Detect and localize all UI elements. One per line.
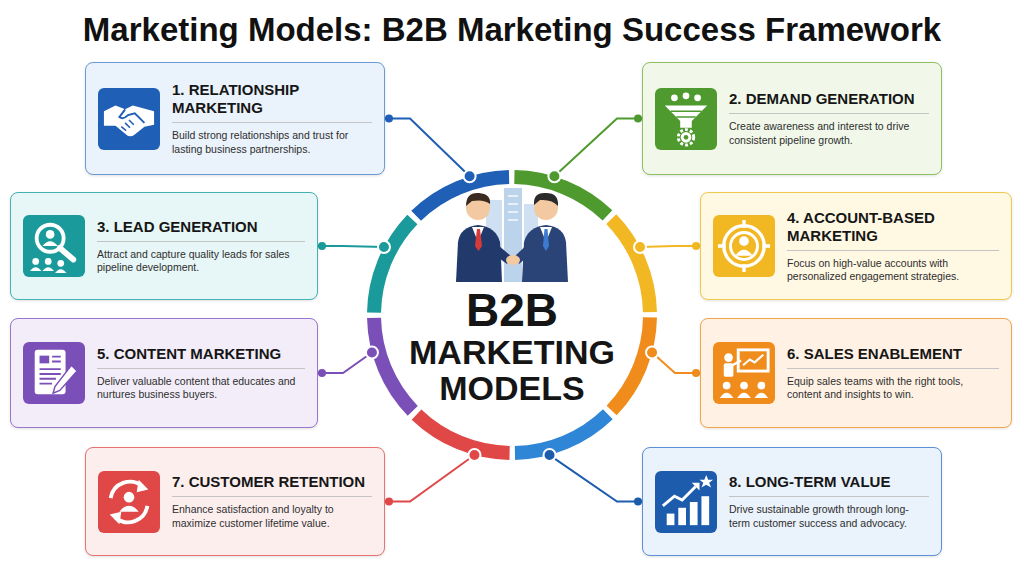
connector-line: [318, 353, 372, 373]
ring-dot: [366, 347, 378, 359]
card-description: Enhance satisfaction and loyalty to maxi…: [172, 503, 372, 530]
card-description: Attract and capture quality leads for sa…: [97, 248, 305, 275]
model-card: 4. ACCOUNT-BASED MARKETING Focus on high-…: [700, 192, 1012, 300]
card-heading: 5. CONTENT MARKETING: [97, 345, 305, 369]
connector-dot: [385, 115, 393, 123]
card-description: Deliver valuable content that educates a…: [97, 375, 305, 402]
ring-dot: [464, 170, 476, 182]
card-description: Equip sales teams with the right tools, …: [787, 375, 999, 402]
card-heading: 1. RELATIONSHIP MARKETING: [172, 81, 372, 123]
connector-dot: [692, 369, 700, 377]
connector-dot: [634, 498, 642, 506]
card-icon: [23, 342, 85, 404]
connector-line: [385, 455, 474, 501]
model-card: 2. DEMAND GENERATION Create awareness and…: [642, 62, 942, 175]
icon-graphic: [655, 88, 717, 150]
hub-circle: B2B MARKETING MODELS: [367, 170, 657, 460]
card-heading: 2. DEMAND GENERATION: [729, 90, 929, 114]
model-card: 1. RELATIONSHIP MARKETING Build strong re…: [85, 62, 385, 175]
icon-graphic: [655, 471, 717, 533]
card-description: Focus on high-value accounts with person…: [787, 257, 999, 284]
businessmen-illustration: [456, 188, 568, 282]
card-icon: [23, 215, 85, 277]
card-icon: [713, 215, 775, 277]
connector-line: [550, 455, 642, 501]
connector-line: [385, 119, 470, 177]
ring-dot: [544, 449, 556, 461]
card-icon: [655, 88, 717, 150]
connector-line: [318, 245, 384, 248]
connector-dot: [318, 242, 326, 250]
hub-label: B2B MARKETING MODELS: [397, 286, 627, 406]
model-card: 3. LEAD GENERATION Attract and capture qu…: [10, 192, 318, 300]
card-icon: [98, 471, 160, 533]
icon-graphic: [98, 471, 160, 533]
card-heading: 8. LONG-TERM VALUE: [729, 473, 929, 497]
connector-line: [640, 245, 700, 248]
card-icon: [713, 342, 775, 404]
connector-dot: [385, 498, 393, 506]
card-heading: 7. CUSTOMER RETENTION: [172, 473, 372, 497]
card-heading: 3. LEAD GENERATION: [97, 218, 305, 242]
card-icon: [655, 471, 717, 533]
model-card: 7. CUSTOMER RETENTION Enhance satisfactio…: [85, 447, 385, 556]
ring-dot: [646, 347, 658, 359]
model-card: 6. SALES ENABLEMENT Equip sales teams wit…: [700, 318, 1012, 428]
model-card: 8. LONG-TERM VALUE Drive sustainable grow…: [642, 447, 942, 556]
card-description: Create awareness and interest to drive c…: [729, 120, 929, 147]
model-card: 5. CONTENT MARKETING Deliver valuable con…: [10, 318, 318, 428]
icon-graphic: [713, 342, 775, 404]
ring-dot: [548, 170, 560, 182]
card-description: Drive sustainable growth through long-te…: [729, 503, 929, 530]
icon-graphic: [23, 215, 85, 277]
connector-dot: [634, 115, 642, 123]
diagram-title: Marketing Models: B2B Marketing Success …: [0, 10, 1024, 50]
card-heading: 4. ACCOUNT-BASED MARKETING: [787, 209, 999, 251]
connector-dot: [692, 242, 700, 250]
ring-dot: [634, 241, 646, 253]
connector-line: [652, 353, 700, 373]
icon-graphic: [713, 215, 775, 277]
ring-dot: [468, 449, 480, 461]
card-icon: [98, 88, 160, 150]
connector-dot: [318, 369, 326, 377]
icon-graphic: [23, 342, 85, 404]
card-description: Build strong relationships and trust for…: [172, 129, 372, 156]
ring-dot: [378, 241, 390, 253]
icon-graphic: [98, 88, 160, 150]
card-heading: 6. SALES ENABLEMENT: [787, 345, 999, 369]
connector-line: [554, 119, 642, 177]
